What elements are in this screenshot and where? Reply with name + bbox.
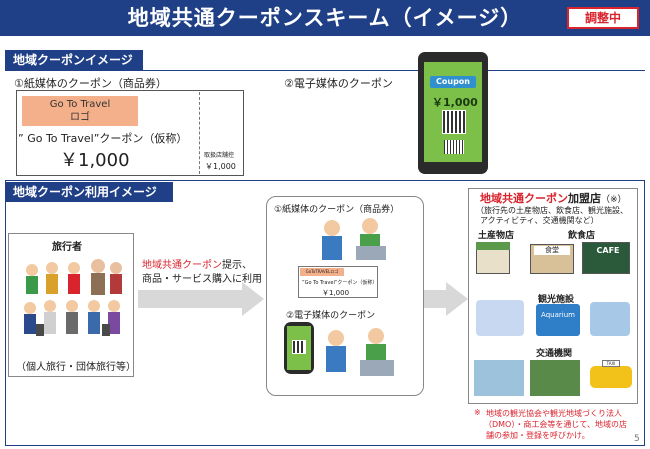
cafe-icon bbox=[582, 242, 630, 274]
flow-line-1-rest: 提示、 bbox=[222, 260, 252, 271]
page-number: 5 bbox=[634, 434, 640, 444]
cashier-2-svg bbox=[326, 328, 394, 376]
usage-paper-label: ①紙媒体のクーポン（商品券） bbox=[274, 205, 400, 215]
travelers-illustration bbox=[14, 254, 128, 342]
stores-title: 地域共通クーポン加盟店（※） bbox=[480, 190, 627, 206]
note-line-3: 舗の参加・登録を呼びかけ。 bbox=[486, 431, 590, 440]
stores-subtitle-2: アクティビティ、交通機関など） bbox=[480, 216, 599, 225]
header-bar bbox=[0, 0, 650, 36]
flow-arrow-2-body bbox=[424, 290, 446, 308]
cruise-boat-photo bbox=[474, 360, 524, 396]
amusement-park-icon bbox=[476, 300, 524, 336]
mini-coupon-amount: ￥1,000 bbox=[322, 289, 350, 297]
paper-coupon-name: ” Go To Travel”クーポン（仮称） bbox=[18, 132, 188, 145]
cafe-sign: CAFE bbox=[596, 246, 620, 255]
qr-code-icon bbox=[442, 110, 466, 134]
phone-coupon-amount: ￥1,000 bbox=[432, 96, 478, 109]
mini-qr-code-icon bbox=[292, 340, 306, 354]
flow-text-line-2: 商品・サービス購入に利用 bbox=[142, 274, 262, 285]
aquarium-icon bbox=[536, 304, 580, 336]
diner-sign: 食堂 bbox=[534, 246, 570, 255]
stores-subtitle-1: （旅行先の土産物店、飲食店、観光施設、 bbox=[476, 206, 628, 215]
travelers-svg bbox=[24, 259, 122, 336]
mini-coupon-name: ”Go To Travel”クーポン（仮称） bbox=[302, 280, 378, 286]
cashier-illustration bbox=[318, 216, 388, 262]
flow-highlight: 地域共通クーポン bbox=[142, 260, 222, 271]
aquarium-sign: Aquarium bbox=[541, 311, 575, 319]
electronic-coupon-label: ②電子媒体のクーポン bbox=[284, 77, 393, 90]
stores-title-highlight: 地域共通クーポン bbox=[480, 192, 568, 205]
ropeway-photo bbox=[530, 360, 580, 396]
note-line-2: （DMO）・商工会等を通じて、地域の店 bbox=[484, 420, 627, 429]
souvenir-shop-roof bbox=[476, 242, 510, 250]
paper-coupon-logo: Go To Travel ロゴ bbox=[22, 96, 138, 126]
flow-arrow-1-head bbox=[242, 282, 264, 316]
flow-arrow-1-body bbox=[138, 290, 242, 308]
page-title: 地域共通クーポンスキーム（イメージ） bbox=[127, 6, 523, 30]
perforation-line bbox=[199, 92, 200, 174]
logo-line-1: Go To Travel bbox=[49, 99, 111, 110]
flow-text-line-1: 地域共通クーポン提示、 bbox=[142, 256, 252, 271]
status-badge: 調整中 bbox=[567, 7, 639, 29]
note-mark: ※ bbox=[474, 408, 481, 417]
stub-label: 取扱店舗控 bbox=[204, 152, 235, 159]
section-heading-usage: 地域クーポン利用イメージ bbox=[5, 182, 173, 202]
paper-coupon-amount: ￥1,000 bbox=[60, 150, 130, 171]
restaurant-label: 飲食店 bbox=[568, 231, 596, 241]
hot-spring-icon bbox=[590, 302, 630, 336]
stub-amount: ￥1,000 bbox=[205, 162, 236, 171]
cashier-illustration-2 bbox=[322, 326, 396, 378]
attractions-label: 観光施設 bbox=[538, 295, 575, 305]
section-divider bbox=[5, 70, 645, 71]
stores-title-mark: （※） bbox=[601, 195, 627, 205]
traveler-caption: （個人旅行・団体旅行等） bbox=[16, 362, 136, 373]
usage-frame bbox=[5, 180, 645, 446]
transport-label: 交通機関 bbox=[536, 349, 573, 359]
souvenir-label: 土産物店 bbox=[478, 231, 515, 241]
phone-coupon-chip: Coupon bbox=[430, 76, 476, 88]
taxi-icon bbox=[590, 366, 632, 388]
cashier-svg bbox=[322, 218, 386, 260]
logo-line-2: ロゴ bbox=[70, 112, 90, 123]
mini-coupon-logo: GoToTRAVELロゴ bbox=[300, 268, 344, 276]
flow-arrow-2-head bbox=[446, 282, 468, 316]
taxi-sign: TAXI bbox=[602, 360, 620, 367]
section-heading-coupon-image: 地域クーポンイメージ bbox=[5, 50, 143, 70]
barcode-icon bbox=[444, 140, 464, 154]
paper-coupon-label: ①紙媒体のクーポン（商品券） bbox=[14, 77, 167, 90]
usage-electronic-label: ②電子媒体のクーポン bbox=[286, 311, 376, 321]
note-line-1: 地域の観光協会や観光地域づくり法人 bbox=[486, 409, 622, 418]
stores-title-rest: 加盟店 bbox=[568, 192, 601, 205]
traveler-title: 旅行者 bbox=[52, 242, 82, 253]
